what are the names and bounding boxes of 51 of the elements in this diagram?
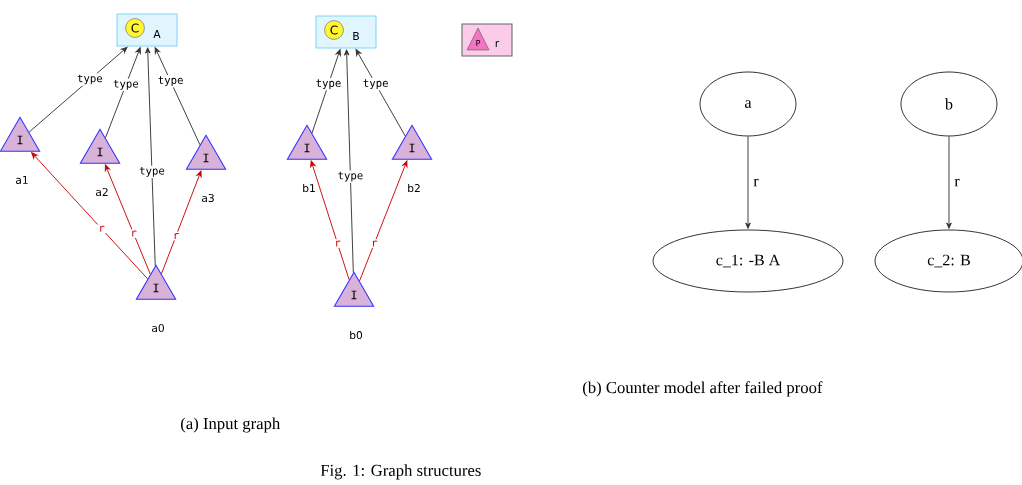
subfigure-caption: (a) Input graph xyxy=(181,417,280,433)
arrow xyxy=(104,164,151,275)
edge-label: r xyxy=(369,239,379,248)
arrow xyxy=(355,49,406,137)
instance-triangle: I xyxy=(0,116,41,152)
instance-triangle: I xyxy=(286,124,328,160)
instance-triangle: I xyxy=(185,134,227,170)
edge-label: type xyxy=(75,73,105,86)
instance-triangle: I xyxy=(135,264,177,300)
edge-label: type xyxy=(111,78,141,92)
node-label: b2 xyxy=(408,183,420,193)
figure-caption: Fig. 1: Graph structures xyxy=(320,464,481,480)
arrow xyxy=(161,170,202,275)
edge-label: r xyxy=(954,178,960,187)
edge-label: type xyxy=(336,170,365,183)
node-label: a1 xyxy=(16,176,28,184)
ellipse-node: a xyxy=(699,71,797,137)
instance-triangle: I xyxy=(391,124,433,160)
instance-triangle: I xyxy=(79,128,121,164)
edge-label: type xyxy=(314,78,343,91)
arrow xyxy=(745,135,751,229)
arrow xyxy=(344,49,354,273)
arrow xyxy=(154,47,201,146)
edge-label: r xyxy=(171,231,181,241)
arrow xyxy=(359,160,408,282)
node-label: a2 xyxy=(96,187,108,196)
class-box: C A xyxy=(116,13,178,47)
arrow xyxy=(310,160,350,281)
class-box: C B xyxy=(315,15,377,49)
arrow xyxy=(946,135,952,229)
edge-label: r xyxy=(97,224,107,234)
arrow xyxy=(311,49,341,134)
node-label: b0 xyxy=(350,330,363,340)
edge-label: r xyxy=(333,239,343,248)
edge-label: r xyxy=(753,178,759,187)
instance-triangle: I xyxy=(333,271,375,307)
edge-label: type xyxy=(156,75,185,88)
edge-label: type xyxy=(137,165,167,179)
ellipse-node: b xyxy=(900,71,998,137)
edge-label: r xyxy=(129,229,139,238)
edge-label: type xyxy=(361,78,390,91)
node-label: b1 xyxy=(303,183,315,193)
arrow xyxy=(145,47,156,267)
arrow xyxy=(31,152,149,280)
node-label: a0 xyxy=(152,323,164,332)
ellipse-node: c_1: -B A xyxy=(652,229,844,293)
subfigure-caption: (b) Counter model after failed proof xyxy=(583,381,823,397)
node-label: a3 xyxy=(202,193,214,202)
arrow xyxy=(105,47,141,139)
arrow xyxy=(28,46,128,133)
class-box: P r xyxy=(461,23,513,57)
